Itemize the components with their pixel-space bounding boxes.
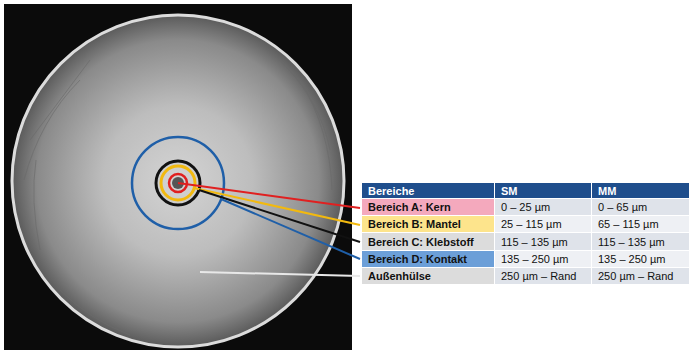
table-cell: Bereich C: Klebstoff bbox=[362, 233, 495, 251]
region-name: Bereich A: Kern bbox=[368, 201, 451, 213]
column-header: MM bbox=[598, 185, 616, 197]
region-name: Bereich B: Mantel bbox=[368, 218, 461, 230]
region-name: Bereich C: Klebstoff bbox=[368, 236, 474, 248]
table-cell: 135 – 250 µm bbox=[495, 251, 592, 268]
radius-range: 65 – 115 µm bbox=[598, 218, 659, 230]
leader-line bbox=[194, 188, 360, 225]
region-name: Außenhülse bbox=[368, 270, 431, 282]
outer-sleeve-ring bbox=[12, 15, 344, 347]
radius-range: 115 – 135 µm bbox=[501, 236, 568, 248]
table-cell: 65 – 115 µm bbox=[592, 216, 690, 233]
radius-range: 0 – 25 µm bbox=[501, 201, 550, 213]
radius-range: 115 – 135 µm bbox=[598, 236, 665, 248]
table-header-cell: MM bbox=[592, 183, 690, 199]
table-header-cell: Bereiche bbox=[362, 183, 495, 199]
table-cell: 250 µm – Rand bbox=[495, 268, 592, 285]
column-header: Bereiche bbox=[368, 185, 414, 197]
leader-line bbox=[200, 272, 360, 276]
table-cell: 25 – 115 µm bbox=[495, 216, 592, 233]
ferrule-face bbox=[12, 15, 344, 347]
radius-range: 0 – 65 µm bbox=[598, 201, 647, 213]
table-cell: 115 – 135 µm bbox=[495, 233, 592, 251]
table-cell: Bereich B: Mantel bbox=[362, 216, 495, 233]
image-background bbox=[4, 4, 352, 350]
region-name: Bereich D: Kontakt bbox=[368, 253, 467, 265]
table-cell: 250 µm – Rand bbox=[592, 268, 690, 285]
table-cell: Außenhülse bbox=[362, 268, 495, 285]
table-cell: 115 – 135 µm bbox=[592, 233, 690, 251]
radius-range: 250 µm – Rand bbox=[501, 270, 576, 282]
radius-range: 25 – 115 µm bbox=[501, 218, 562, 230]
table-cell: 0 – 65 µm bbox=[592, 199, 690, 216]
radius-range: 135 – 250 µm bbox=[598, 253, 666, 265]
radius-range: 250 µm – Rand bbox=[598, 270, 673, 282]
table-cell: 0 – 25 µm bbox=[495, 199, 592, 216]
radius-range: 135 – 250 µm bbox=[501, 253, 569, 265]
leader-line bbox=[199, 190, 360, 242]
column-header: SM bbox=[501, 185, 518, 197]
table-cell: 135 – 250 µm bbox=[592, 251, 690, 268]
leader-line bbox=[221, 199, 360, 259]
table-header-cell: SM bbox=[495, 183, 592, 199]
table-cell: Bereich A: Kern bbox=[362, 199, 495, 216]
table-cell: Bereich D: Kontakt bbox=[362, 251, 495, 268]
